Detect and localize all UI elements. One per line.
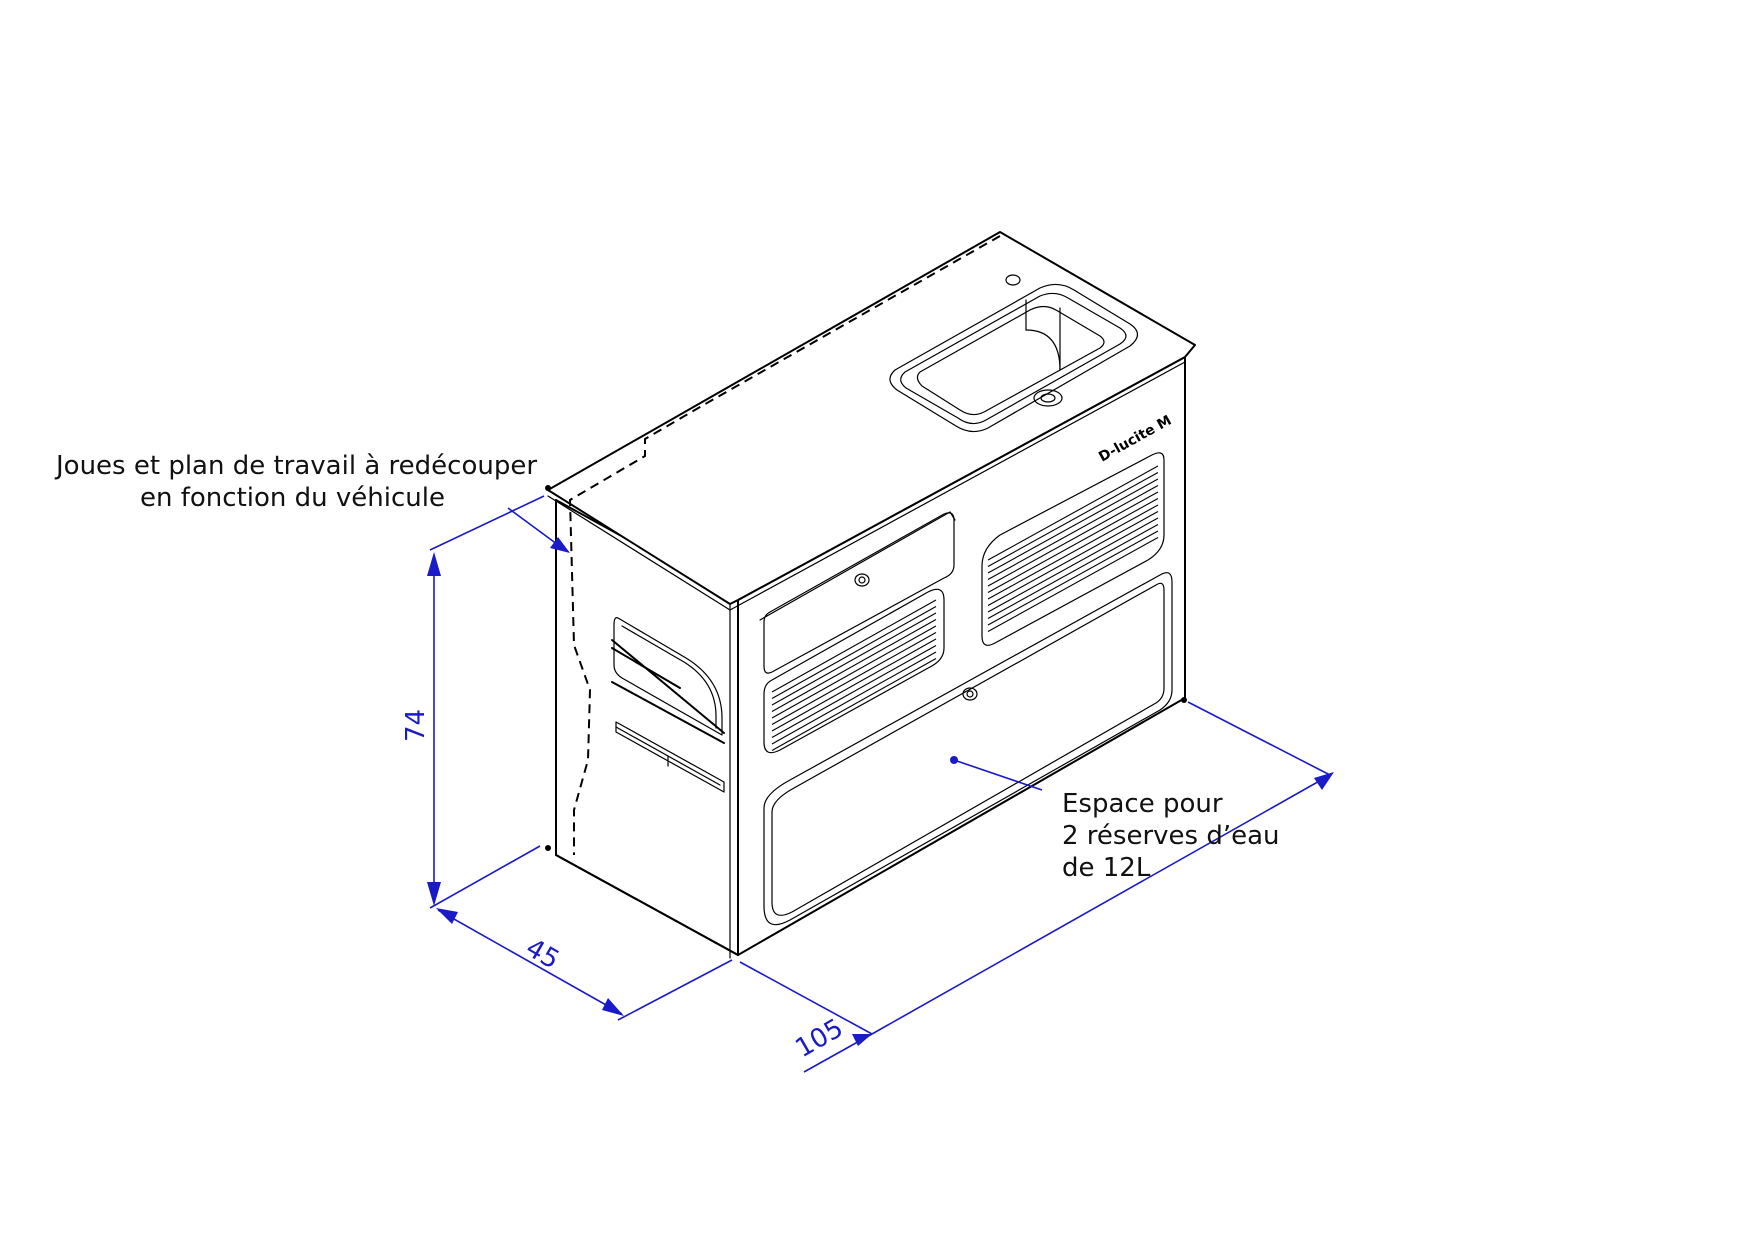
depth-dimension-line	[437, 909, 623, 1015]
grille-slat	[987, 517, 1159, 613]
grille-slat	[987, 478, 1159, 574]
width-dimension-line	[871, 774, 1331, 1035]
dimension-lines	[427, 495, 1334, 1073]
grille-slat	[987, 504, 1159, 600]
cut-line	[568, 235, 1001, 855]
grille-slat	[987, 485, 1159, 580]
left-grille-panel	[763, 588, 945, 754]
grille-slat	[771, 599, 937, 693]
grille-slat	[987, 472, 1159, 567]
water-note-line1: Espace pour	[1062, 789, 1223, 819]
grille-slat	[771, 612, 937, 706]
grille-slat	[987, 465, 1159, 561]
grille-slat	[987, 511, 1159, 606]
right-grille-panel	[981, 452, 1165, 646]
cut-note-line2: en fonction du véhicule	[140, 483, 445, 513]
cut-note-line1: Joues et plan de travail à redécouper	[54, 451, 537, 481]
grille-slat	[987, 537, 1159, 632]
front-panels	[759, 452, 1173, 926]
depth-dimension-value: 45	[521, 933, 565, 976]
grille-slat	[987, 524, 1159, 619]
cabinet	[545, 231, 1196, 959]
side-details	[611, 617, 725, 793]
grille-slat	[987, 498, 1159, 593]
grille-slat	[771, 638, 937, 732]
grille-slat	[771, 651, 937, 745]
side-handle	[615, 721, 725, 793]
tap-hole	[1005, 274, 1021, 286]
width-dimension-value: 105	[791, 1013, 849, 1064]
grille-slat	[987, 491, 1159, 587]
door-knob	[962, 687, 978, 701]
grille-slat	[771, 606, 937, 699]
sink-drain	[1033, 389, 1063, 407]
drawer	[763, 512, 955, 674]
grille-slat	[771, 619, 937, 712]
height-dimension-value: 74	[401, 709, 431, 742]
sink	[889, 274, 1139, 433]
corner-point	[545, 845, 551, 851]
grille-slat	[987, 530, 1159, 626]
water-note-line2: 2 réserves d’eau	[1062, 821, 1280, 851]
grille-slat	[771, 625, 937, 719]
left-grille-slats	[771, 599, 937, 751]
sink-rim	[889, 283, 1139, 433]
grille-slat	[771, 632, 937, 725]
side-vent-opening	[613, 617, 723, 736]
water-tank-door	[763, 572, 1173, 926]
corner-point	[545, 485, 551, 491]
corner-point	[1181, 697, 1187, 703]
grille-slat	[771, 645, 937, 738]
drawer-knob	[854, 573, 870, 587]
right-grille-slats	[987, 465, 1159, 632]
grille-slat	[771, 658, 937, 751]
water-note-line3: de 12L	[1062, 853, 1151, 883]
